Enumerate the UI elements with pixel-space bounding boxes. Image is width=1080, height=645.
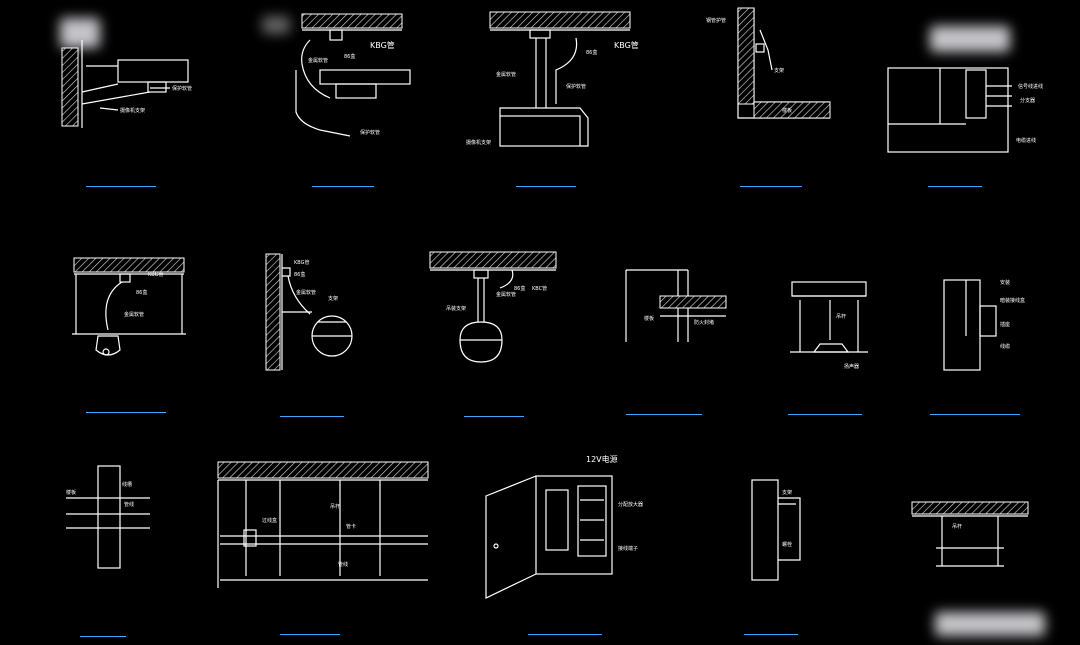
svg-text:86盒: 86盒	[514, 285, 525, 292]
svg-text:86盒: 86盒	[344, 53, 355, 60]
detail-wall-camera: 保护软管 摄像机支架	[61, 40, 192, 128]
svg-text:钢管护管: 钢管护管	[706, 17, 726, 24]
svg-text:分配放大器: 分配放大器	[618, 501, 643, 508]
detail-pendant-dome: KBC管 86盒 金属软管 吊装支架	[429, 251, 557, 363]
caption-underline-4	[740, 186, 802, 187]
watermark-smudge-bottom	[935, 612, 1045, 636]
svg-text:金属软管: 金属软管	[124, 311, 144, 318]
watermark-smudge-top	[262, 16, 290, 34]
detail-cable-shaft: 楼板 线槽 管线	[66, 465, 150, 569]
svg-text:楼板: 楼板	[644, 315, 654, 322]
label-kbc-4: KBC管	[532, 285, 547, 292]
caption-underline-14	[528, 634, 602, 635]
svg-text:防火封堵: 防火封堵	[694, 319, 714, 326]
caption-underline-15	[744, 634, 798, 635]
svg-text:管线: 管线	[338, 561, 348, 568]
caption-underline-8	[464, 416, 524, 417]
detail-wall-penetration: 楼板 防火封堵	[625, 269, 727, 342]
svg-text:楼板: 楼板	[66, 489, 76, 496]
label-kbc-3: KBG管	[148, 271, 164, 278]
detail-cabinet-1: 信号线进线 分支器 电缆进线	[887, 67, 1043, 153]
svg-text:分支器: 分支器	[1020, 97, 1035, 104]
svg-text:线缆: 线缆	[1000, 343, 1010, 350]
svg-text:支架: 支架	[782, 489, 792, 496]
svg-text:管卡: 管卡	[346, 523, 356, 530]
svg-text:安装: 安装	[1000, 279, 1010, 286]
svg-text:楼板: 楼板	[782, 107, 792, 114]
svg-text:线槽: 线槽	[122, 481, 132, 488]
svg-text:金属软管: 金属软管	[308, 57, 328, 64]
caption-underline-6	[86, 412, 166, 413]
svg-text:保护软管: 保护软管	[172, 85, 192, 92]
svg-text:吊杆: 吊杆	[836, 313, 846, 320]
svg-text:金属软管: 金属软管	[496, 71, 516, 78]
caption-underline-12	[80, 636, 126, 637]
caption-underline-9	[626, 414, 702, 415]
svg-text:插座: 插座	[1000, 321, 1010, 328]
detail-wall-box: 安装 暗装接线盒 插座 线缆	[943, 279, 1025, 371]
detail-ceiling-camera-1: KBG管 86盒 金属软管 保护软管	[295, 13, 411, 137]
watermark-smudge-right	[930, 26, 1010, 52]
detail-ceiling-conduit: 过线盒 吊杆 管卡 管线	[217, 461, 429, 588]
detail-ceiling-tray: 吊杆	[911, 501, 1029, 567]
svg-text:金属软管: 金属软管	[496, 291, 516, 298]
detail-ceiling-camera-2: KBG管 86盒 金属软管 保护软管 摄像机支架	[466, 11, 639, 147]
svg-text:信号线进线: 信号线进线	[1018, 83, 1043, 90]
svg-text:86盒: 86盒	[136, 289, 147, 296]
svg-text:86盒: 86盒	[586, 49, 597, 56]
label-kbc: KBG管	[370, 40, 395, 50]
detail-wall-corner: 钢管护管 支架 楼板	[706, 7, 831, 119]
svg-text:摄像机支架: 摄像机支架	[120, 107, 145, 114]
svg-text:管线: 管线	[124, 501, 134, 508]
svg-text:86盒: 86盒	[294, 271, 305, 278]
label-12v: 12V电源	[586, 454, 618, 464]
svg-text:电缆进线: 电缆进线	[1016, 137, 1036, 144]
svg-text:吊杆: 吊杆	[952, 523, 962, 530]
caption-underline-3	[516, 186, 576, 187]
watermark-smudge-left	[60, 18, 100, 48]
caption-underline-2	[312, 186, 374, 187]
svg-text:吊装支架: 吊装支架	[446, 305, 466, 312]
detail-ceiling-speaker: 吊杆 扬声器	[790, 281, 868, 370]
detail-ceiling-dome: KBG管 86盒 金属软管	[72, 257, 186, 356]
detail-electrical-panel: 12V电源 分配放大器 接线端子	[485, 454, 643, 599]
label-kbc-2: KBG管	[614, 40, 639, 50]
svg-text:摄像机支架: 摄像机支架	[466, 139, 491, 146]
svg-text:保护软管: 保护软管	[360, 129, 380, 136]
svg-text:保护软管: 保护软管	[566, 83, 586, 90]
caption-underline-1	[86, 186, 156, 187]
svg-text:螺栓: 螺栓	[782, 541, 792, 548]
caption-underline-10	[788, 414, 862, 415]
svg-text:接线端子: 接线端子	[618, 545, 638, 552]
caption-underline-11	[930, 414, 1020, 415]
svg-text:KBG管: KBG管	[294, 259, 310, 266]
svg-text:扬声器: 扬声器	[844, 363, 859, 370]
detail-wall-bracket: 支架 螺栓	[751, 479, 801, 581]
svg-text:支架: 支架	[328, 295, 338, 302]
svg-text:暗装接线盒: 暗装接线盒	[1000, 297, 1025, 304]
caption-underline-13	[280, 634, 340, 635]
detail-wall-dome: KBG管 86盒 金属软管 支架	[265, 253, 353, 371]
svg-text:吊杆: 吊杆	[330, 503, 340, 510]
caption-underline-5	[928, 186, 982, 187]
svg-text:过线盒: 过线盒	[262, 517, 277, 524]
svg-text:支架: 支架	[774, 67, 784, 74]
svg-text:金属软管: 金属软管	[296, 289, 316, 296]
caption-underline-7	[280, 416, 344, 417]
